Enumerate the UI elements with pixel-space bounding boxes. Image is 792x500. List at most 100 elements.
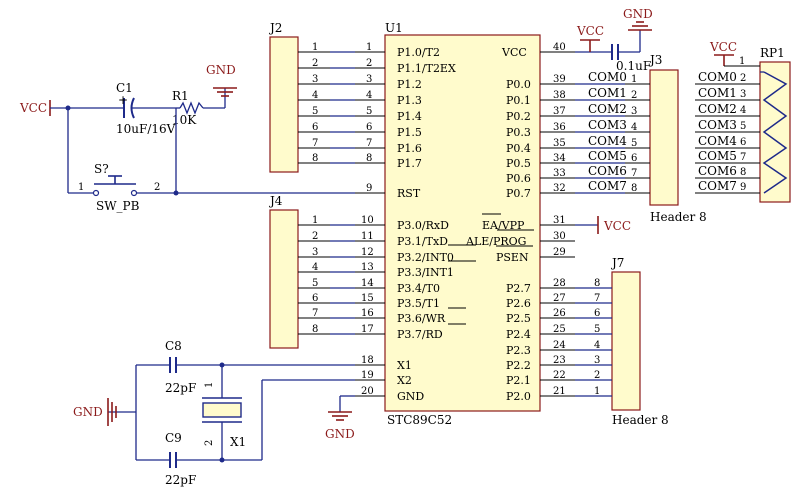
u1-gnd-label: GND xyxy=(325,427,355,441)
j4-ref: J4 xyxy=(268,194,283,208)
svg-text:29: 29 xyxy=(553,247,566,258)
c9-ref: C9 xyxy=(165,431,182,445)
r1-ref: R1 xyxy=(172,89,189,103)
svg-text:23: 23 xyxy=(553,355,566,366)
svg-text:P3.1/TxD: P3.1/TxD xyxy=(397,235,448,248)
svg-text:P1.3: P1.3 xyxy=(397,94,422,107)
svg-text:5: 5 xyxy=(740,121,746,132)
j3-pins: 1 2 3 4 5 6 7 8 xyxy=(625,74,650,194)
svg-text:9: 9 xyxy=(740,182,746,193)
svg-text:COM3: COM3 xyxy=(588,118,627,132)
svg-text:1: 1 xyxy=(78,182,84,193)
svg-text:4: 4 xyxy=(594,340,600,351)
svg-text:3: 3 xyxy=(366,74,372,85)
c1-plus: + xyxy=(118,93,128,107)
svg-text:7: 7 xyxy=(312,308,318,319)
u1-left-pins xyxy=(355,51,385,397)
svg-text:COM4: COM4 xyxy=(698,134,737,148)
svg-text:13: 13 xyxy=(361,262,374,273)
j3-net-labels: COM0 COM1 COM2 COM3 COM4 COM5 COM6 COM7 xyxy=(588,70,627,193)
svg-text:GND: GND xyxy=(397,390,424,403)
svg-text:EA/VPP: EA/VPP xyxy=(482,219,525,232)
svg-text:15: 15 xyxy=(361,293,374,304)
svg-text:P1.7: P1.7 xyxy=(397,157,422,170)
decoupling-cap-value: 0.1uF xyxy=(616,59,651,73)
svg-text:4: 4 xyxy=(740,105,746,116)
svg-text:P0.3: P0.3 xyxy=(506,126,531,139)
u1-body xyxy=(384,34,541,412)
svg-text:8: 8 xyxy=(594,278,600,289)
svg-text:37: 37 xyxy=(553,106,566,117)
svg-text:P2.7: P2.7 xyxy=(506,282,531,295)
u1-right-pin-labels: 40 VCC 39 P0.0 38 P0.1 37 P0.2 36 P0.3 3… xyxy=(465,42,566,403)
j4-body xyxy=(269,209,299,349)
svg-text:P3.4/T0: P3.4/T0 xyxy=(397,282,440,295)
j2-ref: J2 xyxy=(268,21,282,35)
svg-text:COM5: COM5 xyxy=(698,149,737,163)
crystal-circuit: GND C8 22pF C9 22pF 1 2 X1 xyxy=(73,339,355,487)
p2-to-j7-wires xyxy=(575,287,612,397)
svg-text:COM0: COM0 xyxy=(698,70,737,84)
svg-text:6: 6 xyxy=(366,122,372,133)
svg-text:6: 6 xyxy=(594,308,600,319)
svg-text:COM4: COM4 xyxy=(588,134,627,148)
svg-text:2: 2 xyxy=(740,73,746,84)
rp1-common-pin: 1 VCC xyxy=(709,40,760,67)
svg-text:COM3: COM3 xyxy=(698,118,737,132)
svg-text:5: 5 xyxy=(312,278,318,289)
svg-text:35: 35 xyxy=(553,138,566,149)
svg-text:P2.3: P2.3 xyxy=(506,344,531,357)
u1-ref: U1 xyxy=(385,21,403,35)
svg-text:1: 1 xyxy=(594,386,600,397)
svg-text:ALE/PROG: ALE/PROG xyxy=(465,235,526,248)
svg-text:20: 20 xyxy=(361,386,374,397)
svg-text:28: 28 xyxy=(553,278,566,289)
svg-text:VCC: VCC xyxy=(501,46,527,59)
svg-text:3: 3 xyxy=(631,106,637,117)
svg-text:8: 8 xyxy=(366,153,372,164)
svg-text:31: 31 xyxy=(553,215,566,226)
svg-text:3: 3 xyxy=(312,74,318,85)
reset-circuit: VCC C1 + 10uF/16V R1 10K GND xyxy=(19,63,355,213)
svg-text:1: 1 xyxy=(312,42,318,53)
u1-right-pins xyxy=(540,51,575,397)
svg-text:24: 24 xyxy=(553,340,566,351)
svg-text:COM6: COM6 xyxy=(698,164,737,178)
svg-text:7: 7 xyxy=(631,168,637,179)
j2-body xyxy=(269,36,299,173)
svg-text:P3.5/T1: P3.5/T1 xyxy=(397,297,440,310)
svg-text:P0.4: P0.4 xyxy=(506,142,531,155)
svg-text:4: 4 xyxy=(631,122,637,133)
svg-text:P0.0: P0.0 xyxy=(506,78,531,91)
svg-text:5: 5 xyxy=(631,138,637,149)
svg-text:COM6: COM6 xyxy=(588,164,627,178)
rp1-net-labels: COM0 COM1 COM2 COM3 COM4 COM5 COM6 COM7 xyxy=(698,70,737,193)
svg-text:11: 11 xyxy=(361,231,374,242)
u1-vcc-decoupling: VCC GND 0.1uF xyxy=(575,7,653,73)
svg-text:COM1: COM1 xyxy=(698,86,737,100)
svg-text:3: 3 xyxy=(594,355,600,366)
svg-text:3: 3 xyxy=(740,89,746,100)
svg-text:7: 7 xyxy=(366,138,372,149)
u1-left-pin-labels: 1 P1.0/T2 2 P1.1/T2EX 3 P1.2 4 P1.3 5 P1… xyxy=(361,42,456,403)
svg-text:6: 6 xyxy=(312,122,318,133)
svg-text:X2: X2 xyxy=(397,374,412,387)
svg-text:1: 1 xyxy=(312,215,318,226)
svg-text:2: 2 xyxy=(366,58,372,69)
reset-vcc-label: VCC xyxy=(19,101,47,115)
svg-text:P0.1: P0.1 xyxy=(506,94,531,107)
svg-text:30: 30 xyxy=(553,231,566,242)
svg-text:7: 7 xyxy=(594,293,600,304)
svg-text:16: 16 xyxy=(361,308,374,319)
svg-text:6: 6 xyxy=(631,153,637,164)
j4-to-u1-wires xyxy=(330,224,355,335)
c1-value: 10uF/16V xyxy=(116,122,176,136)
u1-gnd: GND xyxy=(325,395,355,441)
svg-text:P2.2: P2.2 xyxy=(506,359,531,372)
j3-part: Header 8 xyxy=(650,210,707,224)
svg-text:8: 8 xyxy=(312,153,318,164)
svg-text:32: 32 xyxy=(553,183,566,194)
ea-vcc-label: VCC xyxy=(603,219,631,233)
c1-ref: C1 xyxy=(116,81,133,95)
